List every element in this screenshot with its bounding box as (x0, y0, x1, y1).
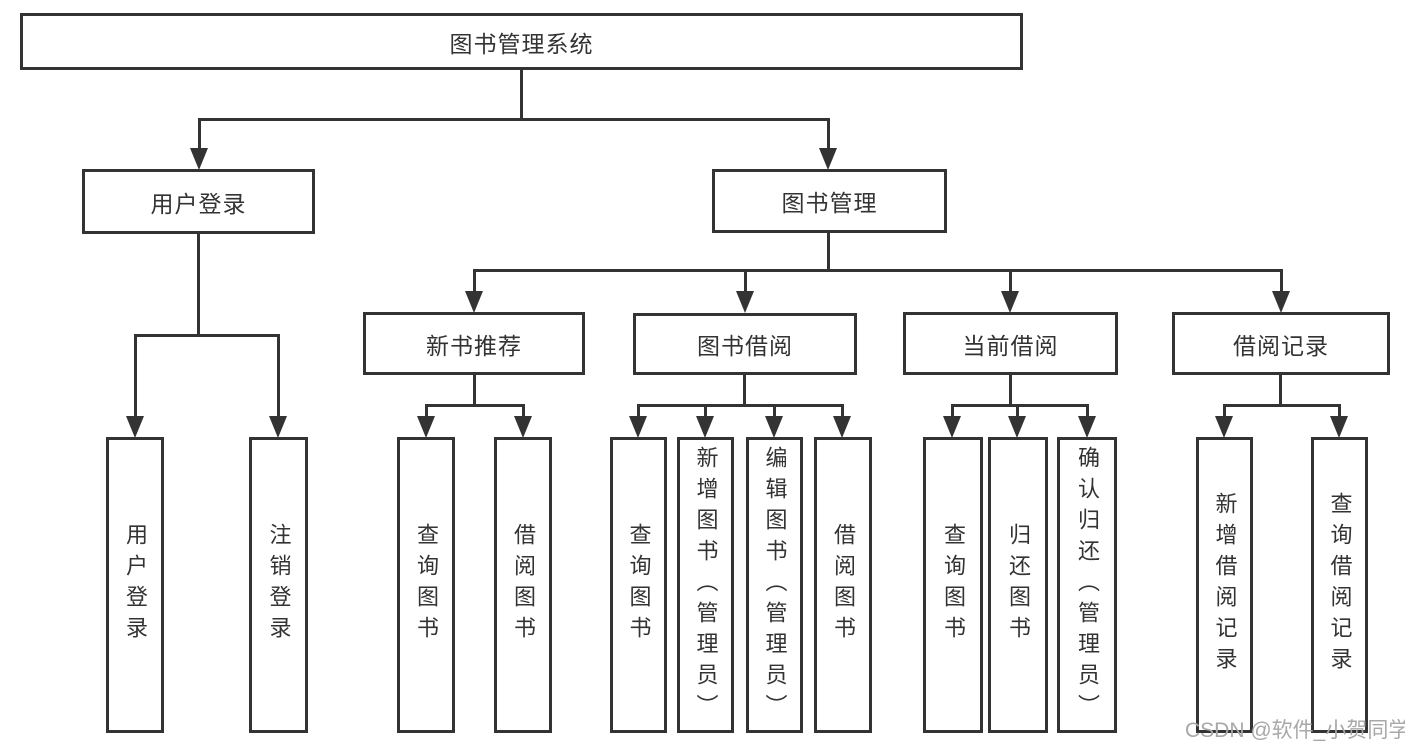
connector-line (1279, 375, 1282, 406)
connector-line (425, 404, 428, 418)
connector-line (473, 269, 476, 293)
connector-line (1338, 404, 1341, 418)
leaf-edit-book-admin: 编辑图书（管理员） (746, 437, 803, 733)
arrow-down-icon (417, 416, 435, 438)
connector-line (425, 404, 525, 407)
leaf-query-books-1-label: 查询图书 (414, 523, 439, 647)
arrow-down-icon (629, 416, 647, 438)
arrow-down-icon (1215, 416, 1233, 438)
arrow-down-icon (1008, 416, 1026, 438)
connector-line (473, 269, 1283, 272)
leaf-user-login-label: 用户登录 (123, 523, 148, 647)
connector-line (743, 375, 746, 406)
connector-line (198, 118, 830, 121)
leaf-borrow-books-1: 借阅图书 (494, 437, 552, 733)
connector-line (704, 404, 707, 418)
connector-line (951, 404, 954, 418)
arrow-down-icon (1078, 416, 1096, 438)
leaf-confirm-return-admin-label: 确认归还（管理员） (1075, 445, 1100, 725)
leaf-query-books-1: 查询图书 (397, 437, 455, 733)
arrow-down-icon (514, 416, 532, 438)
arrow-down-icon (126, 416, 144, 438)
connector-line (1086, 404, 1089, 418)
node-root: 图书管理系统 (20, 13, 1023, 70)
connector-line (134, 334, 137, 418)
leaf-borrow-books-2-label: 借阅图书 (831, 523, 856, 647)
arrow-down-icon (1001, 291, 1019, 313)
connector-line (951, 404, 1089, 407)
connector-line (522, 404, 525, 418)
arrow-down-icon (819, 148, 837, 170)
leaf-logout-label: 注销登录 (266, 523, 292, 647)
node-borrow-records-label: 借阅记录 (1233, 332, 1329, 359)
leaf-return-book-label: 归还图书 (1006, 523, 1031, 647)
connector-line (1009, 375, 1012, 406)
connector-line (637, 404, 640, 418)
connector-line (134, 334, 280, 337)
leaf-borrow-books-1-label: 借阅图书 (511, 523, 536, 647)
node-book-management: 图书管理 (712, 169, 947, 233)
node-current-borrow: 当前借阅 (903, 312, 1118, 375)
csdn-watermark: CSDN @软件_小贺同学 (1185, 719, 1405, 742)
connector-line (1016, 404, 1019, 418)
leaf-user-login: 用户登录 (106, 437, 164, 733)
leaf-query-borrow-record-label: 查询借阅记录 (1327, 492, 1353, 678)
node-user-login-label: 用户登录 (150, 190, 247, 217)
leaf-return-book: 归还图书 (988, 437, 1048, 733)
leaf-add-book-admin-label: 新增图书（管理员） (693, 445, 719, 725)
arrow-down-icon (269, 416, 287, 438)
leaf-query-books-3-label: 查询图书 (941, 523, 966, 647)
connector-line (827, 118, 830, 150)
arrow-down-icon (1330, 416, 1348, 438)
arrow-down-icon (190, 148, 208, 170)
leaf-query-books-2-label: 查询图书 (626, 523, 652, 647)
arrow-down-icon (465, 291, 483, 313)
arrow-down-icon (1272, 291, 1290, 313)
connector-line (773, 404, 776, 418)
arrow-down-icon (833, 416, 851, 438)
node-new-book-recommend: 新书推荐 (363, 312, 585, 375)
leaf-query-books-2: 查询图书 (610, 437, 667, 733)
leaf-add-borrow-record-label: 新增借阅记录 (1212, 492, 1238, 678)
node-book-borrow: 图书借阅 (633, 313, 857, 375)
leaf-add-book-admin: 新增图书（管理员） (677, 437, 734, 733)
node-current-borrow-label: 当前借阅 (962, 332, 1059, 359)
node-user-login: 用户登录 (82, 169, 315, 234)
connector-line (637, 404, 844, 407)
leaf-query-books-3: 查询图书 (923, 437, 983, 733)
leaf-logout: 注销登录 (249, 437, 308, 733)
connector-line (277, 334, 280, 418)
connector-line (197, 234, 200, 336)
connector-line (1223, 404, 1341, 407)
leaf-edit-book-admin-label: 编辑图书（管理员） (762, 445, 788, 725)
arrow-down-icon (765, 416, 783, 438)
connector-line (744, 269, 747, 293)
connector-line (473, 375, 476, 406)
leaf-query-borrow-record: 查询借阅记录 (1311, 437, 1368, 733)
arrow-down-icon (736, 291, 754, 313)
connector-line (520, 70, 523, 120)
node-book-borrow-label: 图书借阅 (697, 333, 793, 359)
connector-line (1280, 269, 1283, 293)
connector-line (1009, 269, 1012, 293)
node-root-label: 图书管理系统 (449, 30, 594, 57)
connector-line (198, 118, 201, 150)
node-borrow-records: 借阅记录 (1172, 312, 1390, 375)
leaf-add-borrow-record: 新增借阅记录 (1196, 437, 1253, 733)
connector-line (841, 404, 844, 418)
node-new-book-recommend-label: 新书推荐 (426, 332, 522, 359)
node-book-management-label: 图书管理 (781, 190, 878, 216)
connector-line (827, 233, 830, 271)
leaf-confirm-return-admin: 确认归还（管理员） (1057, 437, 1117, 733)
leaf-borrow-books-2: 借阅图书 (814, 437, 872, 733)
arrow-down-icon (696, 416, 714, 438)
connector-line (1223, 404, 1226, 418)
arrow-down-icon (943, 416, 961, 438)
